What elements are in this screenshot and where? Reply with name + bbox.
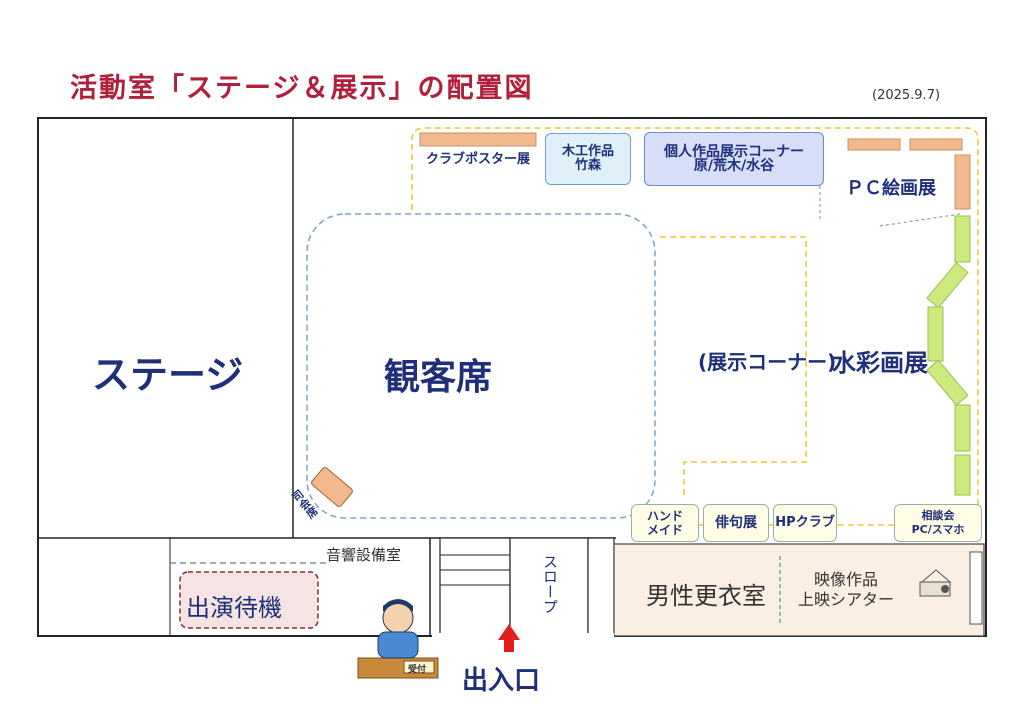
handmade-exhibit: ハンド メイド [631,504,699,542]
waiting-room-label: 出演待機 [186,594,282,622]
club-poster-label: クラブポスター展 [426,152,531,167]
personal-works-exhibit: 個人作品展示コーナー 原/荒木/水谷 [644,132,824,186]
slope-label: スロープ [541,554,559,614]
mens-locker-label: 男性更衣室 [646,582,766,610]
sound-room-label: 音響設備室 [326,546,402,564]
consultation-exhibit: 相談会 PC/スマホ [894,504,982,542]
date-label: (2025.9.7) [872,88,941,103]
woodwork-exhibit: 木工作品 竹森 [545,133,631,185]
hp-club-exhibit: HPクラブ [773,504,837,542]
pc-drawing-label: ＰＣ絵画展 [846,178,936,199]
stage-label: ステージ [92,353,244,397]
exhibition-corner-label: (展示コーナー) [698,350,837,374]
page-title: 活動室「ステージ＆展示」の配置図 [70,73,534,104]
haiku-exhibit: 俳句展 [703,504,769,542]
reception-label: 受付 [408,665,427,675]
entrance-label[interactable]: 出入口 [462,666,541,696]
watercolor-label: 水彩画展 [832,349,928,377]
audience-label: 観客席 [384,357,493,398]
video-theater-label: 映像作品 上映シアター [798,570,895,609]
